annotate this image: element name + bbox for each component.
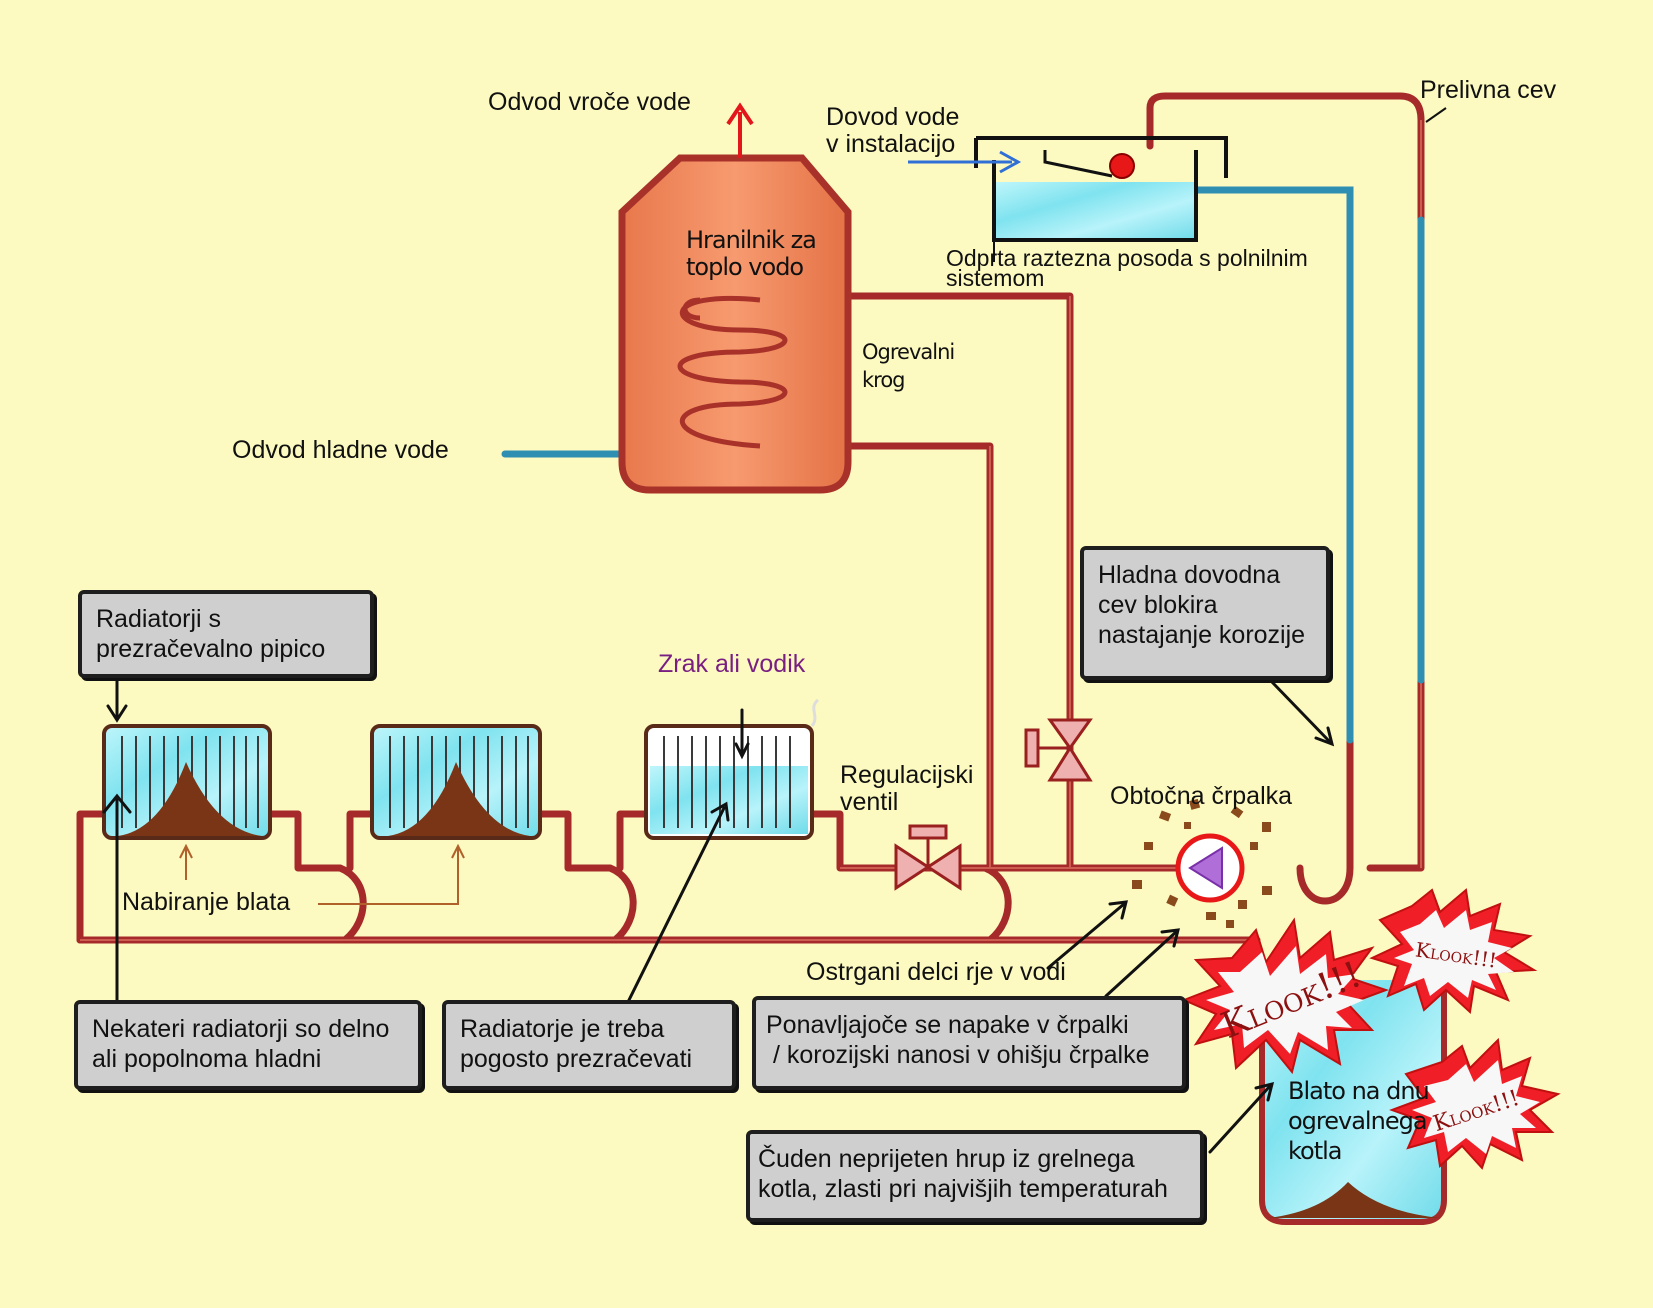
control-valve-line1: Regulacijski bbox=[840, 761, 974, 789]
boiler-line1: Blato na dnu bbox=[1288, 1077, 1430, 1105]
callout-radiators-vent-line2: prezračevalno pipico bbox=[96, 635, 326, 663]
control-valve-icon bbox=[894, 824, 962, 891]
expansion-line2: sistemom bbox=[946, 265, 1045, 291]
tank-line2: toplo vodo bbox=[686, 253, 804, 281]
callout-radiators-cold: Nekateri radiatorji so delno ali popolno… bbox=[74, 1000, 422, 1090]
callout-pump-faults: Ponavljajoče se napake v črpalki / koroz… bbox=[752, 996, 1186, 1090]
control-valve-line2: ventil bbox=[840, 788, 899, 816]
rust-particles-label: Ostrgani delci rje v vodi bbox=[806, 958, 1066, 986]
heating-circuit-label: Ogrevalni krog bbox=[862, 338, 955, 394]
radiator-1 bbox=[102, 724, 272, 840]
heating-line2: krog bbox=[862, 368, 906, 392]
callout-bleed-often: Radiatorje je treba pogosto prezračevati bbox=[442, 1000, 736, 1090]
control-valve-label: Regulacijski ventil bbox=[840, 762, 973, 816]
water-supply-label: Dovod vode v instalacijo bbox=[826, 104, 959, 158]
circulation-pump-icon bbox=[1132, 798, 1272, 928]
callout-strange-noise-line1: Čuden neprijeten hrup iz grelnega bbox=[758, 1145, 1135, 1173]
callout-bleed-often-line1: Radiatorje je treba bbox=[460, 1015, 665, 1043]
boiler-line2: ogrevalnega bbox=[1288, 1107, 1428, 1135]
klook-burst-3: Klook!!! bbox=[1389, 1037, 1561, 1170]
sludge-collection-label: Nabiranje blata bbox=[122, 888, 291, 916]
callout-radiators-vent-line1: Radiatorji s bbox=[96, 605, 222, 633]
water-supply-line2: v instalacijo bbox=[826, 130, 956, 158]
klook-burst-1: Klook!!! bbox=[1181, 917, 1390, 1075]
expansion-line1: Odprta raztezna posoda s polnilnim bbox=[946, 245, 1308, 271]
callout-radiators-cold-line1: Nekateri radiatorji so delno bbox=[92, 1015, 390, 1043]
tank-label: Hranilnik za toplo vodo bbox=[686, 226, 817, 281]
circulation-pump-label: Obtočna črpalka bbox=[1110, 782, 1293, 810]
tank-line1: Hranilnik za bbox=[686, 226, 817, 254]
water-supply-line1: Dovod vode bbox=[826, 103, 960, 131]
callout-pump-faults-line1: Ponavljajoče se napake v črpalki bbox=[766, 1011, 1129, 1039]
callout-radiators-cold-line2: ali popolnoma hladni bbox=[92, 1045, 322, 1073]
air-or-hydrogen-label: Zrak ali vodik bbox=[658, 650, 806, 678]
callout-pump-faults-line2: / korozijski nanosi v ohišju črpalke bbox=[766, 1041, 1150, 1069]
heating-line1: Ogrevalni bbox=[862, 340, 955, 364]
sludge-arrows bbox=[179, 843, 465, 905]
callout-cold-feed-line2: cev blokira bbox=[1098, 591, 1218, 619]
klook-burst-2: Klook!!! bbox=[1369, 888, 1538, 1015]
boiler-line3: kotla bbox=[1288, 1137, 1343, 1165]
expansion-vessel bbox=[908, 136, 1228, 262]
radiator-3 bbox=[644, 698, 820, 840]
hot-water-outlet-label: Odvod vroče vode bbox=[488, 88, 691, 116]
callout-cold-feed: Hladna dovodna cev blokira nastajanje ko… bbox=[1080, 546, 1330, 680]
expansion-vessel-label: Odprta raztezna posoda s polnilnim siste… bbox=[946, 245, 1308, 291]
callout-radiators-vent: Radiatorji s prezračevalno pipico bbox=[78, 590, 374, 678]
hot-water-tank bbox=[618, 102, 852, 494]
callout-strange-noise-line2: kotla, zlasti pri najvišjih temperaturah bbox=[758, 1175, 1168, 1203]
fill-valve-icon bbox=[1024, 718, 1093, 782]
boiler-label: Blato na dnu ogrevalnega kotla bbox=[1288, 1076, 1430, 1166]
callout-bleed-often-line2: pogosto prezračevati bbox=[460, 1045, 693, 1073]
callout-cold-feed-line1: Hladna dovodna bbox=[1098, 561, 1281, 589]
callout-cold-feed-line3: nastajanje korozije bbox=[1098, 621, 1306, 649]
annotation-arrows bbox=[102, 678, 1335, 1154]
callout-strange-noise: Čuden neprijeten hrup iz grelnega kotla,… bbox=[746, 1130, 1204, 1222]
overflow-pipe-label: Prelivna cev bbox=[1420, 76, 1557, 104]
cold-water-outlet-label: Odvod hladne vode bbox=[232, 436, 449, 464]
radiator-2 bbox=[370, 724, 542, 840]
cold-water-pipes bbox=[501, 186, 1425, 744]
